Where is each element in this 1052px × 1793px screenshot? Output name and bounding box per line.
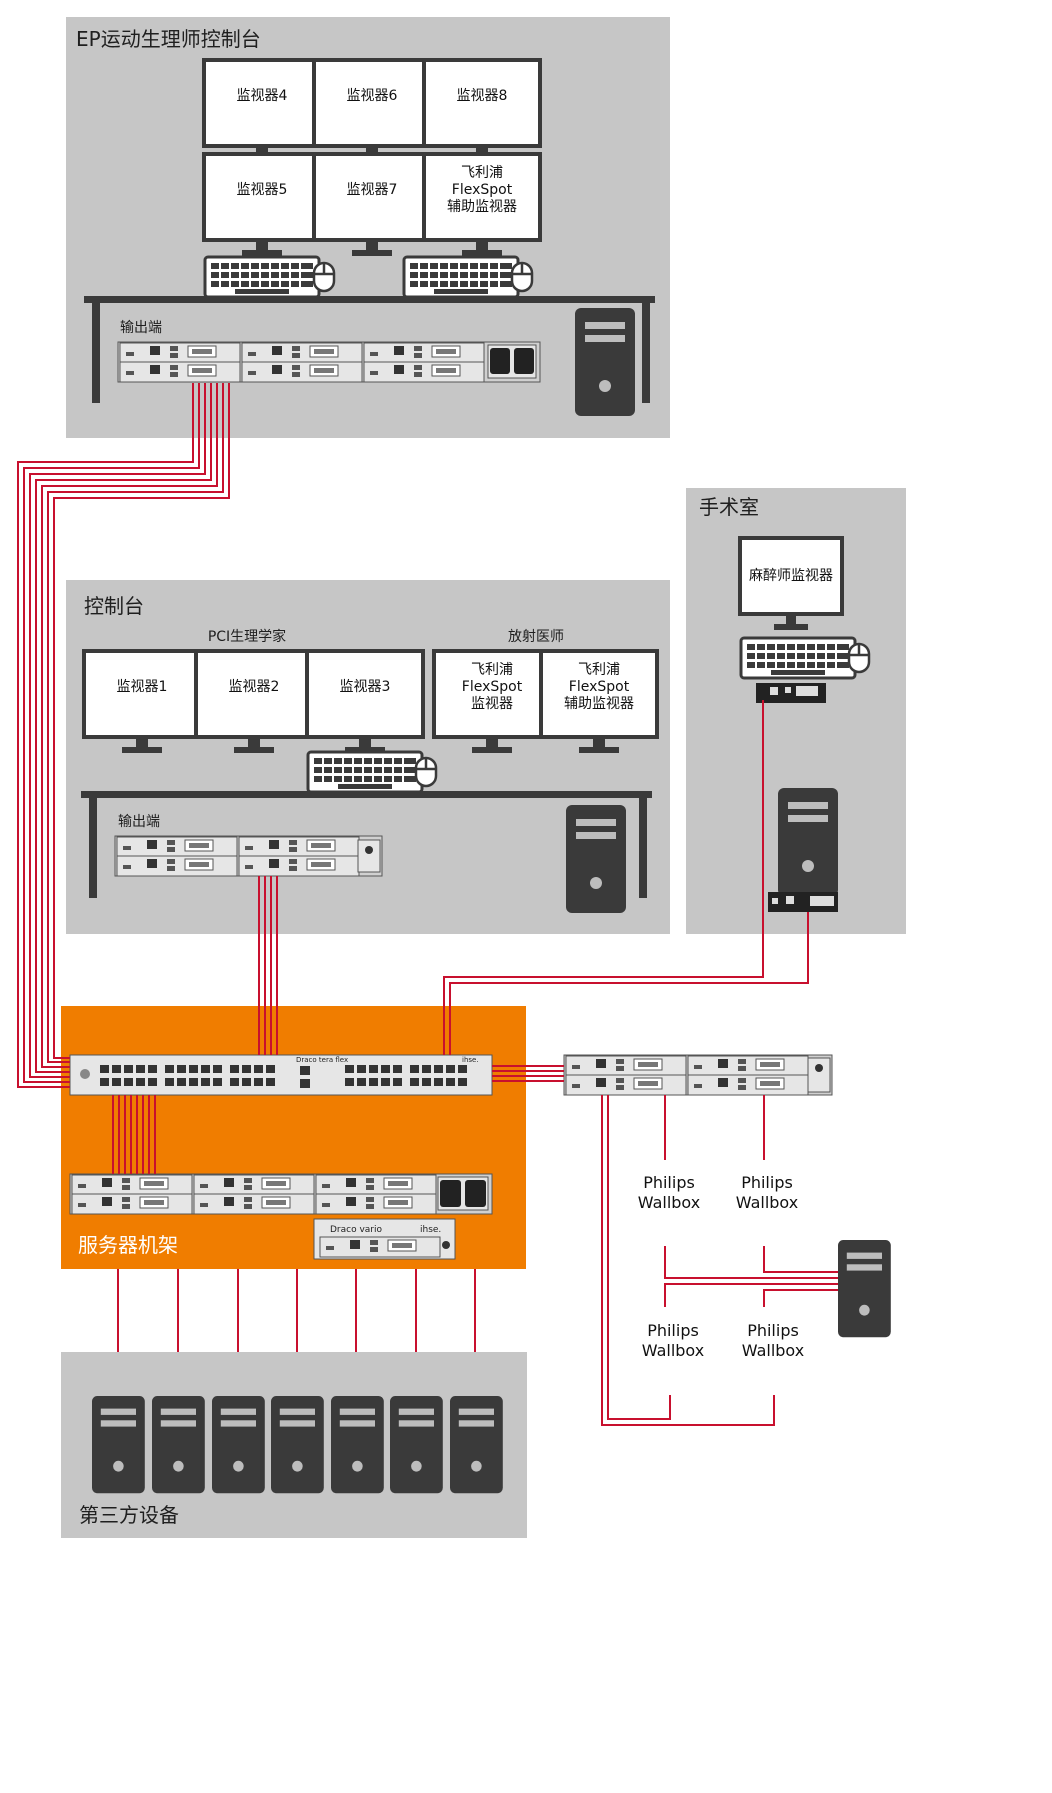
third-party-title: 第三方设备	[79, 1503, 179, 1527]
keyboard-icon	[203, 255, 321, 299]
monitor-8: 监视器8	[422, 58, 542, 164]
third-party-computer-icon	[450, 1396, 503, 1494]
server-rack-title: 服务器机架	[78, 1233, 178, 1257]
operating-room-title: 手术室	[699, 495, 759, 519]
monitor-7: 监视器7	[312, 152, 432, 258]
monitor-2: 监视器2	[194, 649, 314, 755]
dragon-logo-icon	[80, 1069, 90, 1079]
or-computer-tower-icon	[778, 788, 838, 896]
vario-logo: ihse.	[420, 1225, 441, 1235]
monitor-label: 监视器1	[117, 679, 168, 695]
third-party-computer-icon	[271, 1396, 324, 1494]
keyboard-icon	[739, 636, 857, 680]
third-party-region: 第三方设备	[61, 1352, 527, 1538]
monitor-3: 监视器3	[305, 649, 425, 755]
mouse-icon	[847, 642, 871, 674]
switch-brand-label: Draco tera flex	[296, 1056, 348, 1064]
vario-brand-label: Draco vario	[330, 1225, 383, 1235]
monitor-label: 监视器8	[457, 88, 508, 104]
ep-console-title: EP运动生理师控制台	[76, 27, 261, 51]
wallbox-computer-tower-icon	[838, 1240, 891, 1338]
third-party-computer-icon	[390, 1396, 443, 1494]
ep-extender-chassis	[117, 341, 541, 383]
output-label: 输出端	[118, 814, 160, 830]
console-title: 控制台	[84, 594, 144, 618]
ep-computer-tower-icon	[575, 308, 635, 416]
or-receiver-unit	[756, 683, 826, 703]
monitor-label: 监视器7	[347, 182, 398, 198]
wallbox-extender-chassis	[563, 1054, 833, 1096]
keyboard-icon	[306, 750, 424, 794]
third-party-computer-icon	[152, 1396, 205, 1494]
monitor-4: 监视器4	[202, 58, 322, 164]
console-extender-chassis	[114, 835, 383, 877]
mouse-icon	[510, 261, 534, 293]
monitor-label: 监视器4	[237, 88, 288, 104]
third-party-computer-icon	[331, 1396, 384, 1494]
or-transmitter-unit	[768, 892, 838, 912]
desk	[81, 791, 652, 898]
mouse-icon	[312, 261, 336, 293]
draco-tera-flex-switch: Draco tera flex ihse.	[69, 1054, 493, 1096]
monitor-1: 监视器1	[82, 649, 202, 755]
monitor-label: 麻醉师监视器	[749, 568, 833, 584]
output-label: 输出端	[120, 320, 162, 336]
operating-room-region: 手术室 麻醉师监视器	[686, 488, 906, 934]
console-computer-tower-icon	[566, 805, 626, 913]
radiologist-label: 放射医师	[508, 629, 564, 645]
pci-physiologist-label: PCI生理学家	[208, 628, 286, 645]
cables	[17, 383, 838, 1426]
monitor-label: 监视器2	[229, 679, 280, 695]
monitor-5: 监视器5	[202, 152, 322, 258]
switch-logo: ihse.	[462, 1056, 479, 1064]
keyboard-icon	[402, 255, 520, 299]
desk	[84, 296, 655, 403]
mouse-icon	[414, 756, 438, 788]
monitor-label: 监视器5	[237, 182, 288, 198]
draco-vario-unit: Draco vario ihse.	[313, 1218, 456, 1260]
server-rack-region: 服务器机架 Draco tera flex ihse.	[61, 1006, 526, 1269]
third-party-computer-icon	[92, 1396, 145, 1494]
monitor-6: 监视器6	[312, 58, 432, 164]
third-party-computer-icon	[212, 1396, 265, 1494]
monitor-label: 监视器3	[340, 679, 391, 695]
rack-extender-chassis	[69, 1173, 493, 1215]
monitor-label: 监视器6	[347, 88, 398, 104]
anesthesiologist-monitor: 麻醉师监视器	[738, 536, 844, 630]
